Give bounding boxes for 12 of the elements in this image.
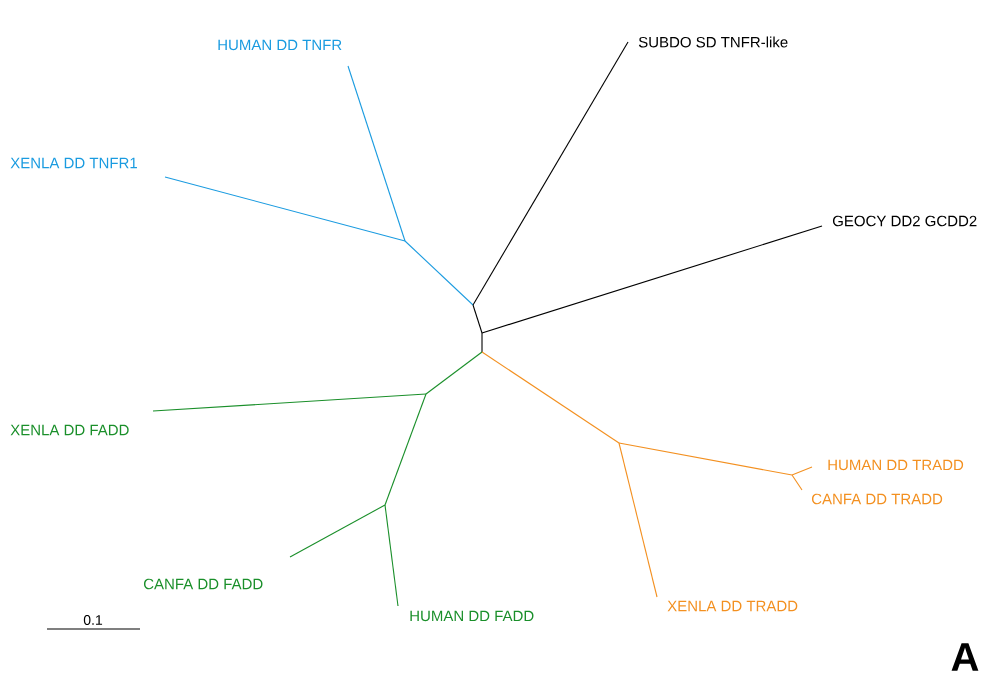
scale-label: 0.1	[83, 615, 103, 625]
leaf-label: CANFA DD TRADD	[811, 493, 943, 505]
leaf-label: HUMAN DD TNFR	[218, 39, 342, 51]
leaf-label: HUMAN DD TRADD	[828, 459, 964, 471]
leaf-label: CANFA DD FADD	[143, 578, 263, 590]
leaf-label: SUBDO SD TNFR-like	[638, 36, 788, 48]
panel-letter: A	[951, 643, 979, 671]
leaf-label: XENLA DD TNFR1	[10, 157, 137, 169]
leaf-label: GEOCY DD2 GCDD2	[832, 215, 977, 227]
leaf-label: XENLA DD TRADD	[667, 600, 798, 612]
leaf-label: HUMAN DD FADD	[410, 610, 534, 622]
leaf-label: XENLA DD FADD	[10, 424, 129, 436]
